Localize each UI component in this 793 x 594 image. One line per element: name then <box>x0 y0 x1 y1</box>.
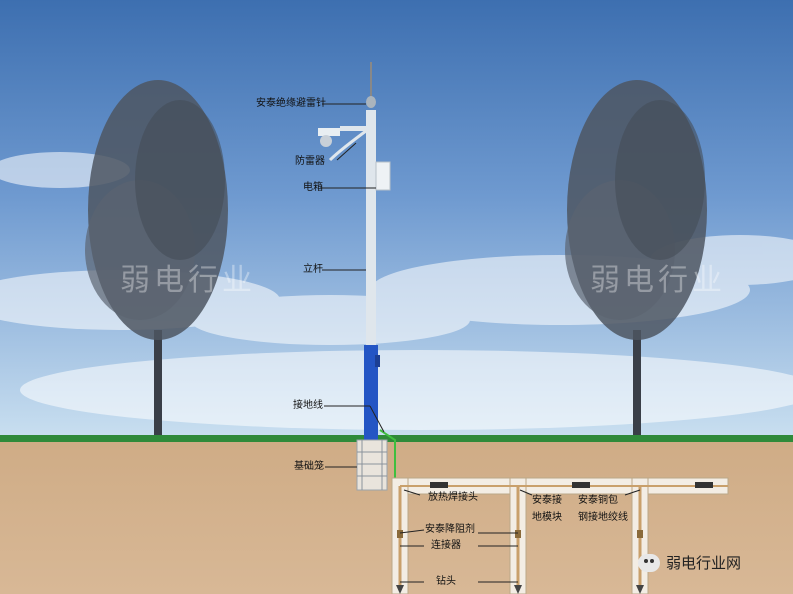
label-grounding-module: 安泰接 地模块 <box>532 495 562 523</box>
label-exothermic-weld: 放热焊接头 <box>428 492 478 503</box>
label-lightning-rod: 安泰绝缘避雷针 <box>256 98 326 109</box>
label-electric-box: 电箱 <box>303 182 323 193</box>
tree-left <box>85 80 228 438</box>
foundation-cage <box>356 439 388 491</box>
tree-right <box>565 80 707 438</box>
label-resistance-agent: 安泰降阻剂 <box>425 524 475 535</box>
chat-bubble-icon <box>638 553 660 572</box>
pole <box>364 62 380 440</box>
brand-logo: 弱电行业网 <box>638 552 741 573</box>
label-ground-wire: 接地线 <box>293 400 323 411</box>
label-camera: 防雷器 <box>295 156 325 167</box>
camera <box>318 126 371 162</box>
clouds <box>0 152 793 430</box>
label-pole: 立杆 <box>303 264 323 275</box>
label-copper-strand: 安泰铜包 钢接地绞线 <box>578 495 628 523</box>
grounding-trench <box>391 477 729 594</box>
label-connector: 连接器 <box>431 540 461 551</box>
label-foundation-cage: 基础笼 <box>294 461 324 472</box>
electric-box <box>375 161 391 191</box>
watermark-left: 弱电行业 <box>120 263 256 298</box>
leader-lines <box>320 103 641 583</box>
label-drill-head: 钻头 <box>436 576 456 587</box>
watermark-right: 弱电行业 <box>590 263 726 298</box>
brand-name: 弱电行业网 <box>666 554 742 572</box>
grass-line <box>0 435 793 442</box>
